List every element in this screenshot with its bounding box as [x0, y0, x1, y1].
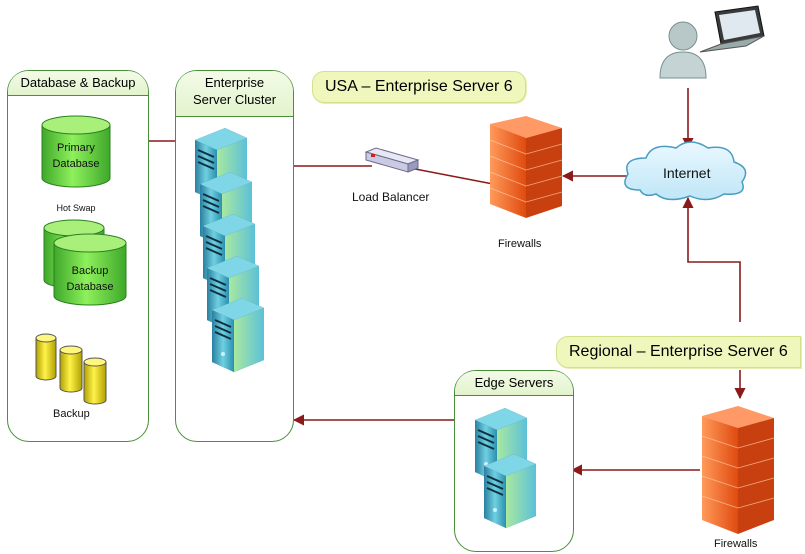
database-icon: [41, 115, 111, 188]
firewall-bottom-label: Firewalls: [714, 538, 758, 550]
database-icon: [35, 333, 107, 405]
firewall-icon: [489, 116, 563, 218]
usa-banner: USA – Enterprise Server 6: [312, 71, 526, 103]
laptop-icon: [699, 5, 765, 53]
load-balancer-label: Load Balancer: [352, 190, 430, 204]
user-icon: [659, 21, 707, 79]
banner-dash: –: [361, 78, 371, 95]
banner-prefix: USA: [325, 78, 358, 95]
load-balancer-icon: [364, 147, 420, 173]
backup-database-label: Backup Database: [66, 265, 114, 293]
primary-database-label: Primary Database: [52, 142, 100, 170]
cloud-icon: [624, 141, 747, 201]
regional-banner: Regional – Enterprise Server 6: [556, 336, 801, 368]
group-title: Enterprise Server Cluster: [176, 71, 293, 117]
backup-label: Backup: [53, 408, 90, 420]
banner-name: Enterprise Server 6: [649, 343, 788, 360]
group-title: Database & Backup: [8, 71, 148, 96]
firewall-top-label: Firewalls: [498, 238, 542, 250]
banner-name: Enterprise Server 6: [374, 78, 513, 95]
hot-swap-label: Hot Swap: [48, 203, 104, 213]
server-icon: [483, 453, 537, 529]
banner-prefix: Regional: [569, 343, 633, 360]
group-title: Edge Servers: [455, 371, 573, 396]
banner-dash: –: [636, 343, 646, 360]
database-icon: [43, 219, 127, 306]
server-icon: [211, 297, 265, 373]
internet-label: Internet: [663, 165, 711, 181]
connectors: [75, 88, 746, 476]
firewall-icon: [701, 406, 775, 534]
